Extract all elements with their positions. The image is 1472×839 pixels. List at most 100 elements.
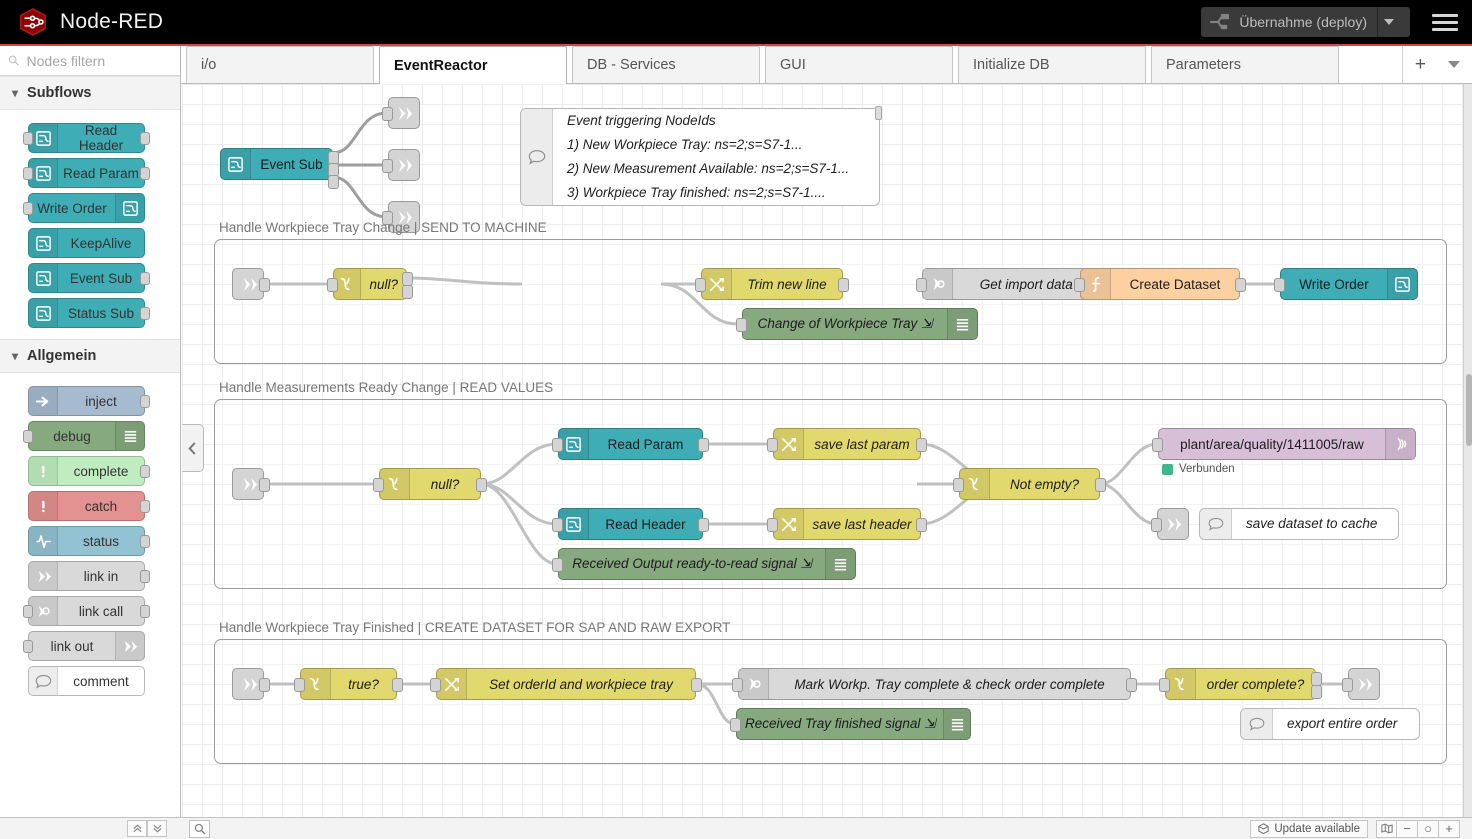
input-port[interactable] [382, 159, 393, 173]
zoom-reset-button[interactable]: ○ [1418, 819, 1439, 838]
palette-node-event-sub[interactable]: Event Sub [28, 263, 150, 293]
group-handle-workpiece-tray-finished[interactable]: Handle Workpiece Tray Finished | CREATE … [214, 620, 1447, 764]
input-port[interactable] [327, 278, 338, 292]
input-port[interactable] [1151, 518, 1162, 532]
output-port[interactable] [691, 678, 702, 692]
palette-node-link-in[interactable]: link in [28, 561, 150, 591]
node-link-out[interactable] [382, 201, 420, 233]
node-debug-received-output-ready[interactable]: Received Output ready-to-read signal ⇲ [552, 548, 856, 580]
output-port[interactable] [140, 570, 150, 583]
flow-canvas[interactable]: Event Sub Event triggering NodeIds 1) Ne… [182, 84, 1463, 817]
node-save-last-param[interactable]: save last param [767, 428, 927, 460]
input-port[interactable] [552, 438, 563, 452]
navigator-map-icon[interactable] [1376, 819, 1397, 838]
palette-node-comment[interactable]: comment [28, 666, 145, 696]
output-port[interactable] [259, 278, 270, 292]
output-port[interactable] [392, 678, 403, 692]
node-trim-new-line[interactable]: Trim new line [695, 268, 849, 300]
chevron-down-icon[interactable] [1384, 19, 1394, 25]
comment-node-save-dataset-to-cache[interactable]: save dataset to cache [1199, 508, 1399, 540]
update-available-button[interactable]: Update available [1250, 819, 1368, 838]
input-port[interactable] [916, 278, 927, 292]
output-port[interactable] [698, 518, 709, 532]
output-port[interactable] [328, 175, 339, 189]
output-port[interactable] [259, 678, 270, 692]
output-port[interactable] [1095, 478, 1106, 492]
node-read-param[interactable]: Read Param [552, 428, 709, 460]
zoom-in-button[interactable]: + [1439, 819, 1460, 838]
input-port[interactable] [732, 678, 743, 692]
palette-node-read-param[interactable]: Read Param [23, 158, 150, 188]
node-debug-received-tray-finished[interactable]: Received Tray finished signal ⇲ [730, 708, 971, 740]
palette-search[interactable] [0, 46, 180, 76]
output-port[interactable] [402, 272, 413, 286]
node-not-empty[interactable]: Not empty? [953, 468, 1106, 500]
output-port[interactable] [916, 518, 927, 532]
output-port[interactable] [140, 307, 150, 320]
input-port[interactable] [23, 202, 33, 215]
node-link-in[interactable] [232, 268, 270, 300]
tab-db-services[interactable]: DB - Services [572, 46, 760, 83]
output-port[interactable] [140, 500, 150, 513]
output-port[interactable] [916, 438, 927, 452]
plus-icon[interactable]: + [1414, 54, 1426, 75]
output-port[interactable] [140, 167, 150, 180]
input-port[interactable] [23, 430, 33, 443]
deploy-button[interactable]: Übernahme (deploy) [1201, 7, 1410, 37]
input-port[interactable] [767, 518, 778, 532]
canvas-search-button[interactable] [189, 819, 210, 838]
node-link-out[interactable] [1151, 508, 1189, 540]
palette-node-catch[interactable]: catch [28, 491, 150, 521]
input-port[interactable] [382, 107, 393, 121]
tab-parameters[interactable]: Parameters [1151, 46, 1339, 83]
input-port[interactable] [695, 278, 706, 292]
comment-node-export-entire-order[interactable]: export entire order [1240, 708, 1420, 740]
input-port[interactable] [1274, 278, 1285, 292]
node-mqtt-out-raw[interactable]: plant/area/quality/1411005/raw [1152, 428, 1416, 460]
node-create-dataset[interactable]: Create Dataset [1074, 268, 1246, 300]
output-port[interactable] [140, 395, 150, 408]
chevrons-up-icon[interactable] [127, 820, 147, 837]
output-port[interactable] [1126, 678, 1137, 692]
zoom-out-button[interactable]: − [1397, 819, 1418, 838]
node-null-check-1[interactable]: null? [327, 268, 413, 300]
output-port[interactable] [140, 132, 150, 145]
tab-eventreactor[interactable]: EventReactor [379, 46, 567, 84]
output-port[interactable] [1311, 672, 1322, 686]
node-save-last-header[interactable]: save last header [767, 508, 927, 540]
node-true-check[interactable]: true? [294, 668, 403, 700]
node-order-complete[interactable]: order complete? [1159, 668, 1322, 700]
resize-handle[interactable] [875, 106, 882, 120]
tab-i-o[interactable]: i/o [186, 46, 374, 83]
node-link-in[interactable] [232, 668, 270, 700]
node-set-orderid-and-workpiece-tray[interactable]: Set orderId and workpiece tray [430, 668, 702, 700]
output-port[interactable] [1311, 685, 1322, 699]
comment-node-event-ids[interactable]: Event triggering NodeIds 1) New Workpiec… [520, 106, 882, 206]
palette-node-debug[interactable]: debug [23, 421, 145, 451]
node-link-out[interactable] [382, 97, 420, 129]
tab-initialize-db[interactable]: Initialize DB [958, 46, 1146, 83]
input-port[interactable] [552, 518, 563, 532]
node-null-check-2[interactable]: null? [373, 468, 487, 500]
palette-node-link-out[interactable]: link out [23, 631, 145, 661]
palette-node-status-sub[interactable]: Status Sub [28, 298, 150, 328]
input-port[interactable] [23, 605, 33, 618]
chevron-down-icon[interactable] [1448, 61, 1460, 68]
node-mark-workp-tray-complete[interactable]: Mark Workp. Tray complete & check order … [732, 668, 1137, 700]
input-port[interactable] [373, 478, 384, 492]
input-port[interactable] [1152, 438, 1163, 452]
output-port[interactable] [140, 605, 150, 618]
input-port[interactable] [294, 678, 305, 692]
node-link-in[interactable] [232, 468, 270, 500]
tab-gui[interactable]: GUI [765, 46, 953, 83]
search-input[interactable] [26, 52, 172, 69]
output-port[interactable] [838, 278, 849, 292]
output-port[interactable] [402, 285, 413, 299]
palette-category-subflows[interactable]: ▾Subflows [0, 76, 180, 110]
palette-node-link-call[interactable]: link call [23, 596, 150, 626]
chevrons-down-icon[interactable] [147, 820, 167, 837]
output-port[interactable] [140, 465, 150, 478]
output-port[interactable] [140, 272, 150, 285]
output-port[interactable] [140, 535, 150, 548]
palette-node-write-order[interactable]: Write Order [23, 193, 145, 223]
